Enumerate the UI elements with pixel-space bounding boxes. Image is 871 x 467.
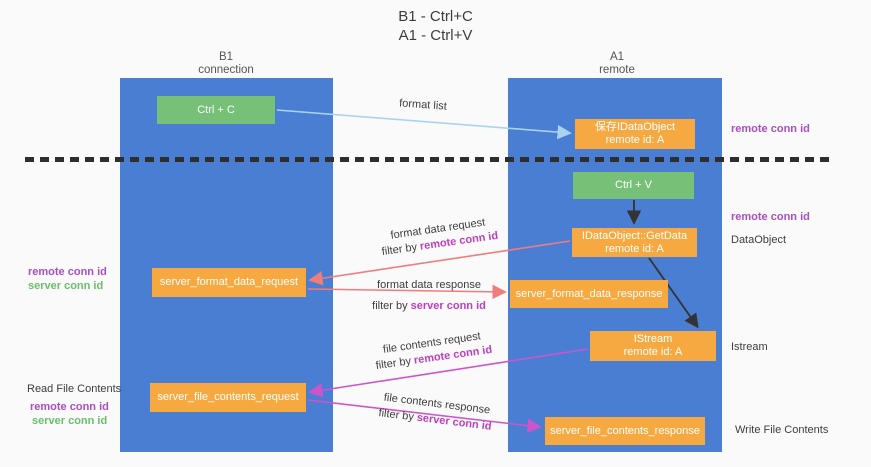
server-format-data-response-node: server_format_data_response: [510, 280, 668, 308]
right-column-header: A1 remote: [557, 51, 677, 77]
title-line-2: A1 - Ctrl+V: [398, 27, 473, 44]
ctrl-c-node: Ctrl + C: [157, 96, 275, 124]
server-format-data-request-node: server_format_data_request: [152, 268, 306, 297]
getdata-line2: remote id: A: [605, 242, 664, 255]
title-line-1: B1 - Ctrl+C: [398, 8, 473, 25]
server-file-contents-response-node: server_file_contents_response: [545, 417, 705, 445]
left-column-role: connection: [198, 64, 254, 76]
ctrl-v-node: Ctrl + V: [573, 172, 694, 199]
save-idataobject-line2: remote id: A: [605, 134, 665, 146]
phase-separator-dashed-line: [25, 157, 831, 162]
right-column-name: A1: [609, 51, 625, 63]
format-list-label: format list: [398, 97, 448, 113]
file-contents-response-label: file contents response filter by server …: [360, 387, 513, 437]
write-file-contents-label: Write File Contents: [735, 424, 829, 436]
istream-line2: remote id: A: [623, 346, 683, 358]
server-conn-id-key: server conn id: [410, 300, 486, 312]
server-format-data-response-label: server_format_data_response: [515, 287, 663, 300]
istream-side-label: Istream: [731, 341, 768, 353]
left-column-name: B1: [218, 51, 234, 63]
left-remote-conn-id-label-2: remote conn id: [30, 401, 109, 413]
ctrl-v-label: Ctrl + V: [615, 179, 652, 191]
server-file-contents-response-label: server_file_contents_response: [550, 424, 700, 437]
server-file-contents-request-node: server_file_contents_request: [150, 383, 306, 412]
ctrl-c-label: Ctrl + C: [197, 103, 235, 116]
dataobject-label: DataObject: [731, 234, 787, 246]
save-idataobject-node: 保存IDataObject remote id: A: [575, 119, 695, 149]
server-format-data-request-label: server_format_data_request: [159, 276, 299, 288]
left-server-conn-id-label-2: server conn id: [32, 415, 108, 427]
getdata-node: IDataObject::GetData remote id: A: [572, 228, 697, 257]
right-remote-conn-id-label-2: remote conn id: [731, 211, 810, 223]
right-remote-conn-id-label-1: remote conn id: [731, 123, 810, 135]
format-data-response-filter: filter by server conn id: [372, 300, 486, 312]
format-data-response-label: format data response filter by server co…: [363, 275, 495, 317]
server-file-contents-request-label: server_file_contents_request: [157, 391, 299, 403]
file-contents-request-label: file contents request filter by remote c…: [357, 326, 510, 377]
diagram-title: B1 - Ctrl+C A1 - Ctrl+V: [0, 7, 871, 45]
read-file-contents-label: Read File Contents: [27, 383, 122, 395]
right-column-role: remote: [599, 64, 635, 76]
istream-line1: IStream: [633, 333, 673, 345]
getdata-line1: IDataObject::GetData: [581, 229, 688, 242]
save-idataobject-line1: 保存IDataObject: [594, 121, 676, 133]
left-server-conn-id-label-1: server conn id: [28, 280, 104, 292]
format-data-response-text: format data response: [377, 279, 481, 291]
istream-node: IStream remote id: A: [590, 331, 716, 361]
left-column-header: B1 connection: [166, 51, 286, 77]
left-remote-conn-id-label-1: remote conn id: [28, 266, 107, 278]
format-data-request-label: format data request filter by remote con…: [363, 212, 516, 263]
